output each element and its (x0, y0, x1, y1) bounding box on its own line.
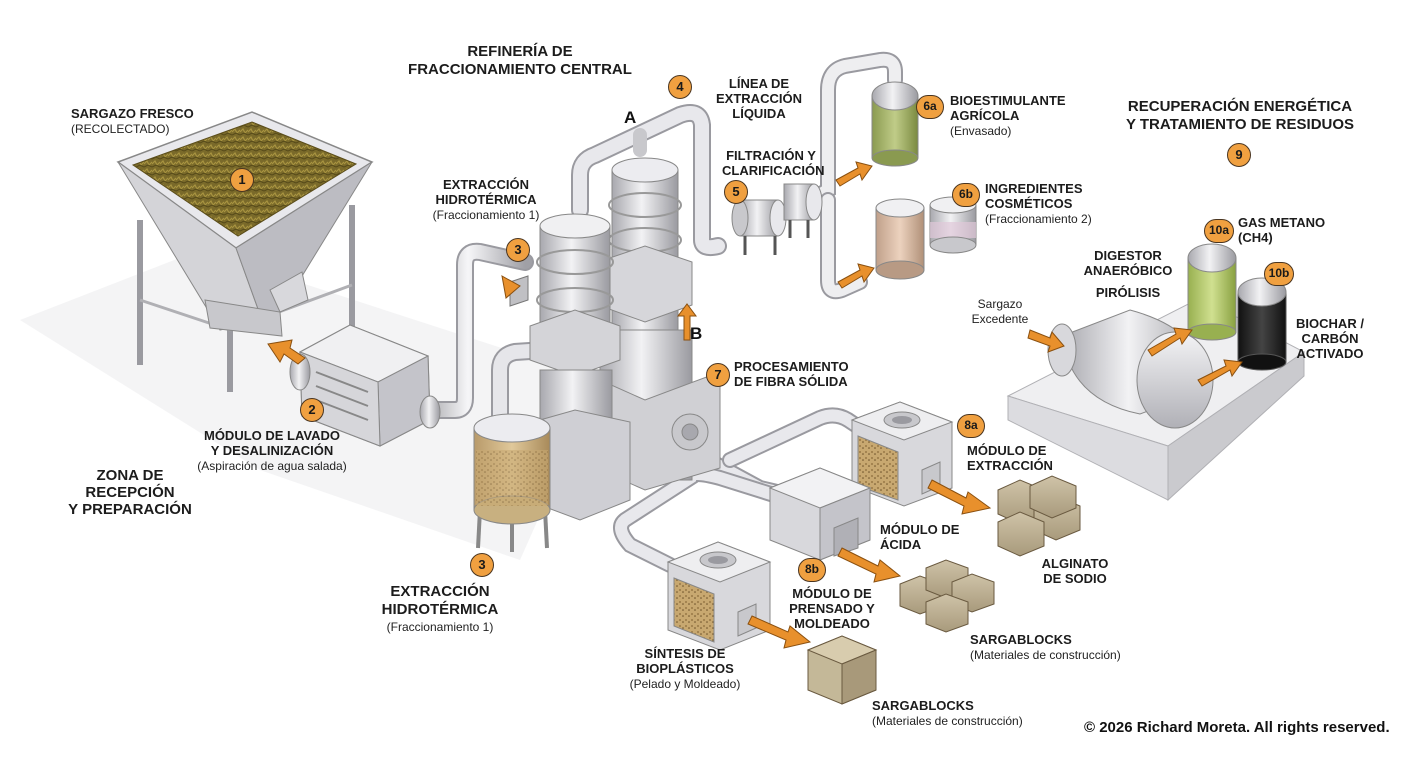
arrow-sargazo-excedente (1027, 329, 1065, 353)
step-badge-2: 2 (300, 398, 324, 422)
arrow-to-single-block (747, 615, 812, 649)
hydrothermal-tank (473, 413, 551, 552)
arrow-to-biochar (1197, 359, 1243, 387)
step-badge-9: 9 (1227, 143, 1251, 167)
filtration-unit (731, 183, 823, 255)
arrow-to-sargablocks (837, 547, 902, 583)
acid-module (768, 467, 872, 561)
arrow-to-bioestimulante (835, 161, 873, 187)
cosmetics-containers (875, 196, 977, 280)
arrow-to-cosmetics (837, 263, 875, 289)
extraction-module-8a (850, 401, 954, 507)
washing-module (289, 324, 441, 447)
arrow-b-up (677, 303, 697, 341)
arrow-to-alginato (927, 479, 992, 515)
step-badge-10b: 10b (1264, 262, 1294, 286)
step-badge-10a: 10a (1204, 219, 1234, 243)
arrow-to-metano (1147, 327, 1193, 357)
pressing-module-8b (666, 541, 772, 651)
energy-recovery-platform (1006, 243, 1305, 502)
step-badge-1: 1 (230, 168, 254, 192)
alginato-cubes (997, 475, 1081, 557)
arrow-washer-to-hopper (267, 339, 306, 365)
refinery-columns (509, 157, 721, 521)
copyright-notice: © 2026 Richard Moreta. All rights reserv… (1084, 719, 1390, 736)
step-badge-3-top: 3 (506, 238, 530, 262)
step-badge-5: 5 (724, 180, 748, 204)
step-badge-6a: 6a (916, 95, 944, 119)
flow-arrows (267, 161, 1243, 649)
junction-letter-a: A (624, 108, 637, 127)
junction-letter-b: B (690, 324, 703, 343)
step-badge-8b: 8b (798, 558, 826, 582)
step-badge-6b: 6b (952, 183, 980, 207)
sargablocks-cubes-group (899, 559, 995, 633)
step-badge-8a: 8a (957, 414, 985, 438)
sargablock-single-cube (806, 635, 878, 705)
step-badge-4: 4 (668, 75, 692, 99)
arrow-3-flange (501, 275, 521, 299)
step-badge-7: 7 (706, 363, 730, 387)
bioestimulante-tank (871, 81, 919, 167)
step-badge-3-bottom: 3 (470, 553, 494, 577)
